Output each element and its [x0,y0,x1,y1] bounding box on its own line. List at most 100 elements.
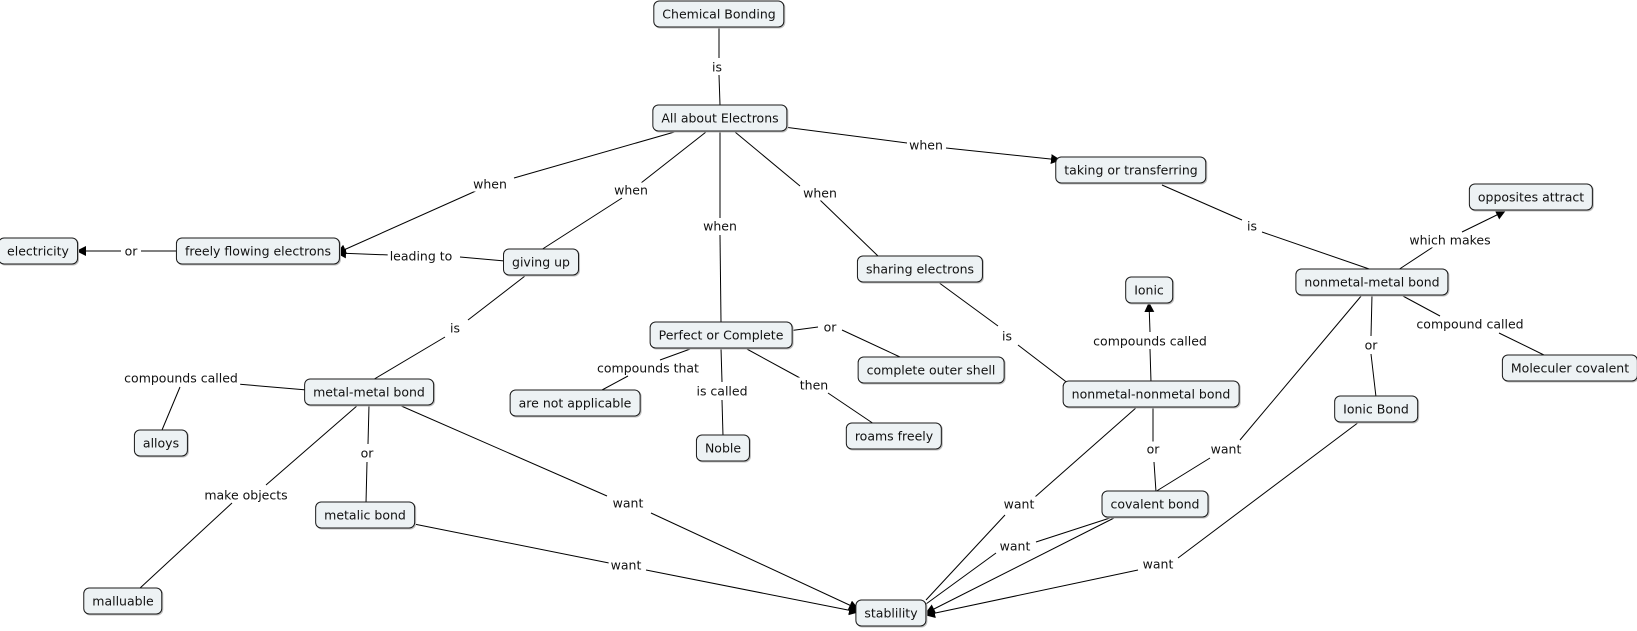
edge-which-makes-opposites [1461,210,1506,233]
edge-electrons-when-sharing [734,131,801,187]
edge-when-perfect-perfect [719,234,722,323]
edge-nonmetal-metal-compound-called [1400,294,1441,317]
link-when: when [907,137,945,153]
node-noble[interactable]: Noble [695,434,751,462]
node-giving-up[interactable]: giving up [503,248,579,276]
edge-compounds-called-alloys [161,386,181,431]
link-leading-to: leading to [387,248,455,264]
edge-or-covalent [1153,461,1157,493]
edge-when-taking-taking [945,147,1061,165]
edge-giving-leading-to [459,256,506,262]
edge-metal-metal-or [367,404,370,445]
node-nonmetal-metal-bond[interactable]: nonmetal-metal bond [1295,268,1449,296]
edge-want-covalent [1154,457,1211,493]
node-ionic[interactable]: Ionic [1125,276,1173,304]
node-alloys[interactable]: alloys [133,429,189,457]
edge-is-all-about-electrons [718,74,721,106]
node-roams-freely[interactable]: roams freely [845,422,943,450]
edge-nonmetal-metal-or [1370,294,1373,337]
link-want: want [608,557,644,573]
edge-perfect-is-called [720,347,723,383]
link-when: when [801,185,839,201]
edge-when-sharing-sharing [819,199,879,257]
node-opposites-attract[interactable]: opposites attract [1468,183,1594,211]
link-is: is [448,320,462,336]
edge-want-stablility-3 [925,514,1006,601]
link-is-called: is called [694,383,750,399]
link-then: then [797,377,831,393]
node-chemical-bonding[interactable]: Chemical Bonding [653,0,785,28]
edge-leading-to-freely [336,248,391,259]
link-is: is [1245,218,1259,234]
edge-or-ionic-bond [1370,353,1377,398]
node-ionic-bond[interactable]: Ionic Bond [1334,395,1418,423]
node-metal-metal-bond[interactable]: metal-metal bond [304,378,434,406]
node-nonmetal-nonmetal-bond[interactable]: nonmetal-nonmetal bond [1062,380,1240,408]
edge-electrons-when-taking [783,126,908,144]
link-want: want [1208,441,1244,457]
edge-metal-metal-want [398,404,608,497]
edge-when-left-freely [336,189,479,254]
edge-covalent-stablility-direct [925,516,1117,614]
link-compounds-called: compounds called [122,370,240,386]
link-make-objects: make objects [202,487,290,503]
edge-compound-called-moleculer [1498,332,1547,357]
edge-when-giving-giving-up [540,197,623,251]
link-which-makes: which makes [1407,232,1493,248]
edge-is-called-noble [721,399,724,437]
node-freely-flowing-electrons[interactable]: freely flowing electrons [175,237,341,265]
edge-ionic-bond-want [1177,421,1360,559]
node-stablility[interactable]: stablility [855,599,927,627]
edge-metalic-want [413,523,610,564]
edge-sharing-is [937,281,999,327]
node-complete-outer-shell[interactable]: complete outer shell [857,356,1005,384]
edge-compounds-that-not-applicable [601,375,629,391]
link-is: is [1000,328,1014,344]
link-is: is [710,59,724,75]
link-compound-called: compound called [1414,316,1526,332]
link-want: want [610,495,646,511]
edge-giving-is [467,275,526,321]
node-perfect-or-complete[interactable]: Perfect or Complete [649,321,793,349]
edge-electrons-when-left [513,130,679,179]
edge-want-stablility-2 [645,569,859,616]
edge-want-stablility-5 [925,569,1139,619]
node-are-not-applicable[interactable]: are not applicable [509,389,641,417]
node-malluable[interactable]: malluable [83,587,163,615]
node-all-about-electrons[interactable]: All about Electrons [652,104,788,132]
edge-compounds-called-ionic [1144,302,1155,333]
node-sharing-electrons[interactable]: sharing electrons [856,255,984,283]
edge-electrons-when-giving [640,131,707,184]
link-want: want [997,538,1033,554]
edge-metal-metal-make-objects [265,404,359,486]
edge-nonmetal-nonmetal-compounds-called [1149,348,1152,383]
edge-want-stablility-1 [650,512,859,610]
link-or: or [358,445,376,461]
link-when: when [471,176,509,192]
edge-is-nonmetal-nonmetal [1017,344,1070,385]
link-when: when [701,218,739,234]
link-or: or [122,243,140,259]
node-covalent-bond[interactable]: covalent bond [1101,490,1209,518]
edge-perfect-or [787,326,819,332]
link-want: want [1140,556,1176,572]
link-or: or [821,319,839,335]
node-metalic-bond[interactable]: metalic bond [315,501,415,529]
link-when: when [612,182,650,198]
edge-nonmetal-nonmetal-want [1034,406,1138,498]
link-compounds-called: compounds called [1091,333,1209,349]
edge-is-nonmetal-metal [1261,231,1376,272]
node-electricity[interactable]: electricity [0,237,78,265]
node-taking-or-transferring[interactable]: taking or transferring [1055,156,1207,184]
link-want: want [1001,496,1037,512]
node-moleculer-covalent[interactable]: Moleculer covalent [1501,354,1637,382]
edge-perfect-compounds-that [659,347,694,361]
edge-make-objects-malluable [138,502,233,590]
link-or: or [1362,337,1380,353]
link-compounds-that: compounds that [595,360,701,376]
edge-or-complete-outer [841,329,901,358]
edge-then-roams [827,392,875,425]
link-or: or [1144,441,1162,457]
